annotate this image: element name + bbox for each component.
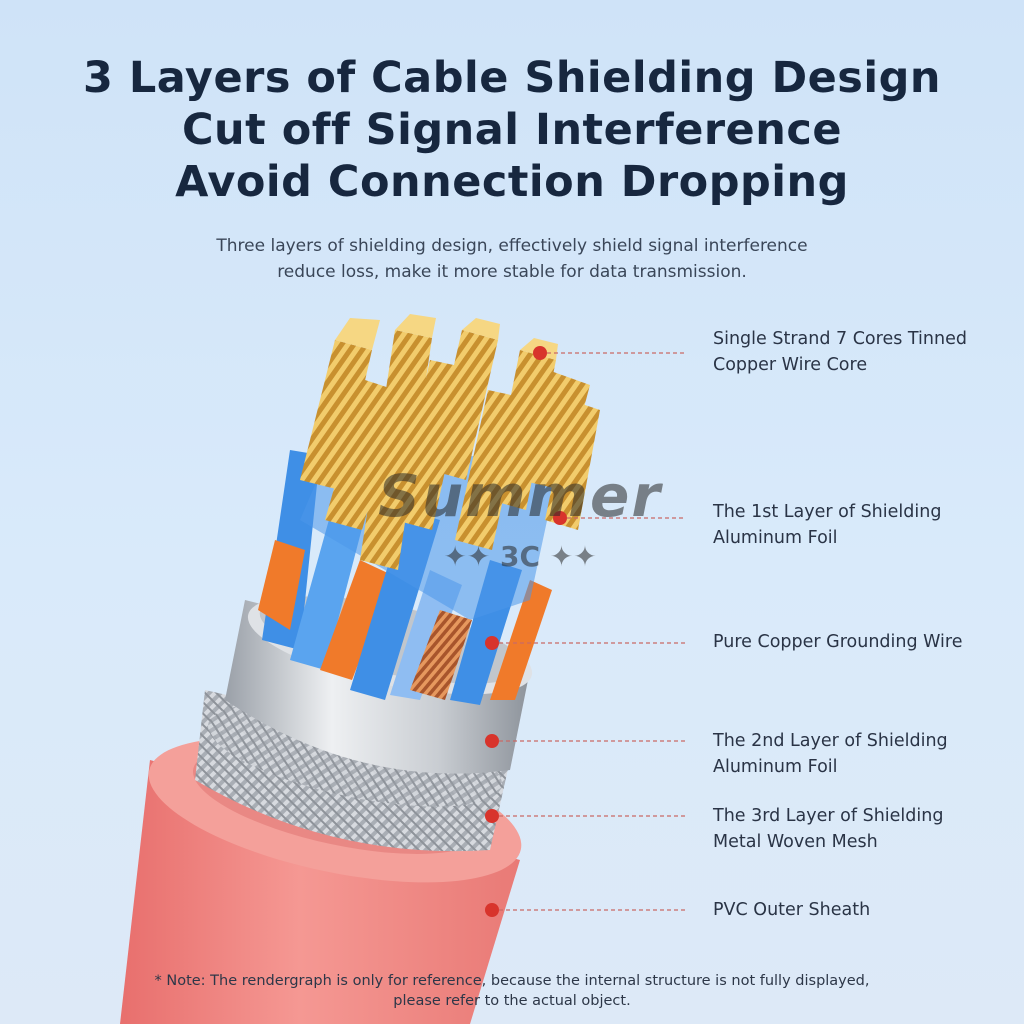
callout-grounding-wire: Pure Copper Grounding Wire — [713, 629, 1013, 655]
callout-third-shielding-line-1: The 3rd Layer of Shielding — [713, 806, 944, 826]
callout-leaders — [492, 352, 685, 911]
headline: 3 Layers of Cable Shielding Design Cut o… — [0, 52, 1024, 208]
callout-first-shielding-line-2: Aluminum Foil — [713, 528, 838, 548]
watermark-logo: Summer — [378, 462, 662, 530]
callout-copper-core-line-1: Single Strand 7 Cores Tinned — [713, 329, 967, 349]
dot-foil-2 — [485, 734, 499, 748]
headline-line-1: 3 Layers of Cable Shielding Design — [82, 53, 942, 103]
callout-copper-core: Single Strand 7 Cores Tinned Copper Wire… — [713, 326, 1013, 378]
callout-outer-sheath: PVC Outer Sheath — [713, 897, 1013, 923]
subtitle-line-2: reduce loss, make it more stable for dat… — [277, 262, 747, 282]
callout-grounding-wire-line-1: Pure Copper Grounding Wire — [713, 632, 963, 652]
copper-grounding-wire — [410, 610, 472, 700]
dot-sheath — [485, 903, 499, 917]
disclaimer-line-1: * Note: The rendergraph is only for refe… — [154, 973, 870, 989]
callout-second-shielding-line-1: The 2nd Layer of Shielding — [713, 731, 948, 751]
callout-third-shielding: The 3rd Layer of Shielding Metal Woven M… — [713, 803, 1013, 855]
dot-core — [533, 346, 547, 360]
callout-copper-core-line-2: Copper Wire Core — [713, 355, 868, 375]
disclaimer-note: * Note: The rendergraph is only for refe… — [0, 971, 1024, 1011]
dot-foil-1 — [553, 511, 567, 525]
headline-line-3: Avoid Connection Dropping — [175, 157, 849, 207]
callout-second-shielding: The 2nd Layer of Shielding Aluminum Foil — [713, 728, 1013, 780]
callout-second-shielding-line-2: Aluminum Foil — [713, 757, 838, 777]
headline-line-2: Cut off Signal Interference — [182, 105, 842, 155]
dot-mesh — [485, 809, 499, 823]
callout-outer-sheath-line-1: PVC Outer Sheath — [713, 900, 871, 920]
callout-dots — [485, 346, 567, 917]
subtitle-line-1: Three layers of shielding design, effect… — [216, 236, 808, 256]
callout-first-shielding: The 1st Layer of Shielding Aluminum Foil — [713, 499, 1013, 551]
watermark-sub: ✦✦ 3C ✦✦ — [443, 540, 597, 573]
callout-third-shielding-line-2: Metal Woven Mesh — [713, 832, 878, 852]
dot-ground — [485, 636, 499, 650]
disclaimer-line-2: please refer to the actual object. — [393, 993, 631, 1009]
callout-first-shielding-line-1: The 1st Layer of Shielding — [713, 502, 942, 522]
subtitle: Three layers of shielding design, effect… — [0, 233, 1024, 285]
